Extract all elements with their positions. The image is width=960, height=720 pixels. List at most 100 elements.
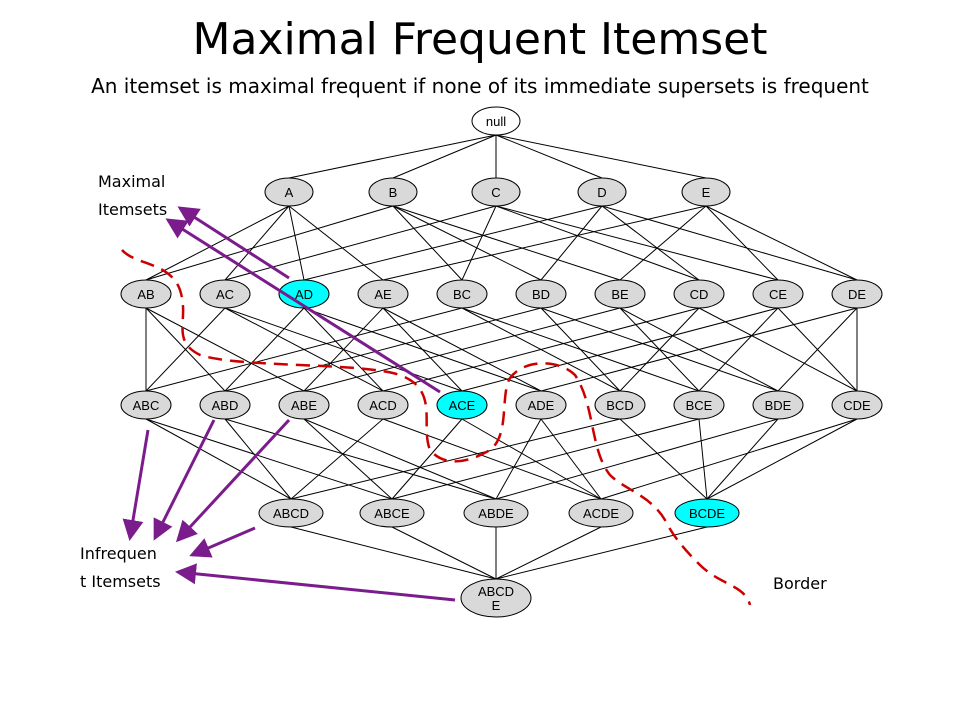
arrow-ad-to-maximal [177, 206, 290, 280]
node-ellipse [673, 279, 725, 309]
edge-DE-BDE [777, 307, 858, 392]
edge-C-AC [224, 205, 497, 281]
edge-DE-ADE [540, 307, 858, 392]
node-ellipse [674, 498, 740, 528]
node-label: AD [295, 287, 313, 302]
edge-B-BE [392, 205, 621, 281]
node-label: AE [374, 287, 392, 302]
edge-C-BC [461, 205, 497, 281]
itemset-node-bc: BC [436, 279, 488, 309]
node-ellipse [594, 279, 646, 309]
itemset-node-e: E [681, 177, 731, 207]
edge-BCD-ABCD [290, 418, 621, 500]
itemset-node-c: C [471, 177, 521, 207]
node-ellipse [681, 177, 731, 207]
edge-D-AD [303, 205, 603, 281]
arrow-abd-to-infrequent [153, 419, 216, 541]
infrequent-label-line1: Infrequen [80, 544, 157, 563]
edge-BDE-ABDE [495, 418, 779, 500]
node-label: BC [453, 287, 471, 302]
node-label: A [285, 185, 294, 200]
edge-E-BE [619, 205, 707, 281]
edge-CD-BCD [619, 307, 700, 392]
edge-ABE-ABCE [303, 418, 393, 500]
node-label: D [597, 185, 606, 200]
edge-ACDE-ABCDE [495, 526, 602, 580]
edge-null-B [392, 134, 497, 179]
itemset-node-acd: ACD [357, 390, 409, 420]
node-ellipse [594, 390, 646, 420]
node-ellipse [368, 177, 418, 207]
edge-BC-ABC [145, 307, 463, 392]
edge-C-CD [495, 205, 700, 281]
node-label: ABE [291, 398, 317, 413]
lattice-edges [145, 134, 858, 580]
edge-CE-ACE [461, 307, 779, 392]
border-label: Border [773, 574, 827, 593]
node-label: E [702, 185, 711, 200]
edge-AC-ABC [145, 307, 226, 392]
infrequent-itemsets-label: Infrequen t Itemsets [80, 540, 180, 596]
border-dashed-line [121, 249, 752, 606]
edge-B-BC [392, 205, 463, 281]
itemset-node-de: DE [831, 279, 883, 309]
edge-AE-ACE [382, 307, 463, 392]
maximal-label-line1: Maximal [98, 172, 166, 191]
node-label: BDE [765, 398, 792, 413]
node-ellipse [471, 106, 521, 136]
edge-D-CD [601, 205, 700, 281]
node-label: AC [216, 287, 234, 302]
node-label: ADE [528, 398, 555, 413]
edge-BD-ABD [224, 307, 542, 392]
node-ellipse [471, 177, 521, 207]
itemset-node-bd: BD [515, 279, 567, 309]
callout-arrows [122, 206, 456, 602]
node-label: BE [611, 287, 629, 302]
page-title: Maximal Frequent Itemset [192, 14, 768, 65]
edge-E-AE [382, 205, 707, 281]
node-label: ABD [212, 398, 239, 413]
node-ellipse [278, 279, 330, 309]
node-label: CDE [843, 398, 871, 413]
edge-ABC-ABCE [145, 418, 393, 500]
itemset-node-ad: AD [278, 279, 330, 309]
edge-null-E [495, 134, 707, 179]
node-ellipse [463, 498, 529, 528]
node-label: CD [690, 287, 709, 302]
itemset-node-ac: AC [199, 279, 251, 309]
node-label: C [491, 185, 500, 200]
itemset-node-bce: BCE [673, 390, 725, 420]
node-ellipse [357, 279, 409, 309]
node-label: ABDE [478, 506, 514, 521]
node-ellipse [577, 177, 627, 207]
itemset-node-abce: ABCE [359, 498, 425, 528]
edge-A-AD [288, 205, 305, 281]
edge-BDE-BCDE [706, 418, 779, 500]
edge-CD-CDE [698, 307, 858, 392]
edge-C-CE [495, 205, 779, 281]
node-ellipse [515, 279, 567, 309]
itemset-node-ce: CE [752, 279, 804, 309]
itemset-node-abde: ABDE [463, 498, 529, 528]
node-ellipse [199, 279, 251, 309]
node-label: ABCE [374, 506, 410, 521]
itemset-node-bde: BDE [752, 390, 804, 420]
arrow-abcd-to-infrequent [189, 526, 256, 558]
edge-AB-ABE [145, 307, 305, 392]
edge-A-AE [288, 205, 384, 281]
arrow-abcde-to-infrequent [175, 563, 456, 602]
edge-AE-ABE [303, 307, 384, 392]
edge-A-AC [224, 205, 290, 281]
edge-E-CE [705, 205, 779, 281]
node-ellipse [752, 279, 804, 309]
edge-ABCD-ABCDE [290, 526, 497, 580]
edge-null-A [288, 134, 497, 179]
edge-ADE-ACDE [540, 418, 602, 500]
itemset-node-acde: ACDE [568, 498, 634, 528]
node-label: BCDE [689, 506, 725, 521]
itemset-node-ace: ACE [436, 390, 488, 420]
itemset-node-ade: ADE [515, 390, 567, 420]
